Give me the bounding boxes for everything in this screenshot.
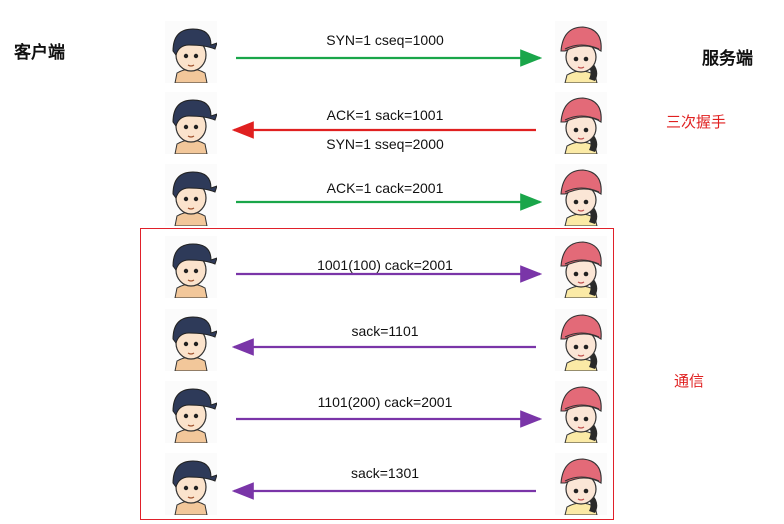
- girl-avatar-icon: [555, 236, 607, 299]
- boy-avatar-icon: [165, 453, 218, 516]
- message-label: sack=1301: [350, 465, 420, 481]
- message-label: ACK=1 sack=1001: [326, 107, 444, 123]
- client-label: 客户端: [14, 43, 65, 62]
- girl-avatar-icon: [555, 21, 607, 84]
- handshake-label: 三次握手: [666, 114, 727, 131]
- girl-avatar-icon: [555, 453, 607, 516]
- boy-avatar-icon: [165, 21, 218, 84]
- message-label: sack=1101: [351, 323, 419, 339]
- boy-avatar-icon: [165, 309, 218, 372]
- girl-avatar-icon: [555, 381, 607, 444]
- boy-avatar-icon: [165, 381, 218, 444]
- communication-label: 通信: [674, 373, 705, 390]
- girl-avatar-icon: [555, 92, 607, 155]
- boy-avatar-icon: [165, 164, 218, 227]
- boy-avatar-icon: [165, 92, 218, 155]
- boy-avatar-icon: [165, 236, 218, 299]
- message-label: SYN=1 sseq=2000: [326, 136, 444, 152]
- girl-avatar-icon: [555, 309, 607, 372]
- communication-frame: [140, 228, 614, 520]
- message-label: ACK=1 cack=2001: [326, 180, 444, 196]
- server-label: 服务端: [702, 49, 753, 68]
- message-label: SYN=1 cseq=1000: [326, 32, 444, 48]
- message-label: 1101(200) cack=2001: [317, 394, 453, 410]
- girl-avatar-icon: [555, 164, 607, 227]
- message-label: 1001(100) cack=2001: [317, 257, 453, 273]
